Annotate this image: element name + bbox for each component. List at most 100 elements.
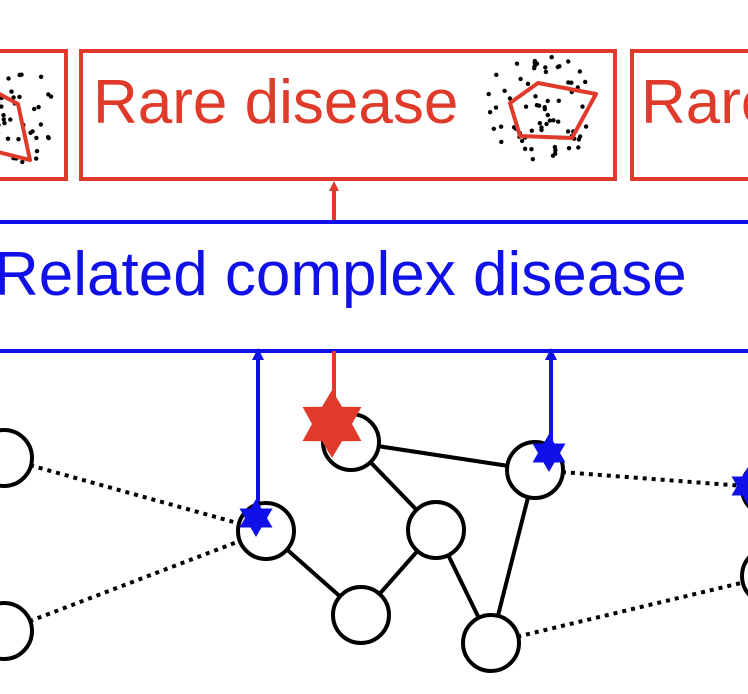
- cluster-dot: [34, 148, 40, 154]
- rare-disease-label: Rare disease: [93, 68, 458, 137]
- cluster-dot: [543, 65, 548, 70]
- cluster-dot: [2, 120, 7, 126]
- cluster-dot: [556, 119, 561, 124]
- gene-node: [406, 500, 466, 560]
- cluster-dot: [544, 121, 549, 127]
- cluster-dot: [6, 76, 11, 81]
- cluster-dot: [507, 96, 513, 101]
- network-nodes: [0, 412, 748, 673]
- cluster-dot: [549, 55, 554, 60]
- cluster-dot: [543, 69, 549, 75]
- edge: [3, 529, 267, 633]
- cluster-dot: [38, 122, 44, 127]
- edge: [490, 579, 748, 645]
- edge: [350, 440, 536, 472]
- cluster-dot: [5, 136, 11, 141]
- cluster-dot: [566, 146, 572, 151]
- cluster-dot: [532, 66, 537, 71]
- cluster-dot: [576, 145, 581, 150]
- cluster-dot: [547, 118, 553, 123]
- cluster-dot: [532, 58, 538, 64]
- pentagon-icon: [508, 81, 598, 140]
- rare-disease-box-right: Rare disease: [630, 49, 748, 181]
- cluster-dot: [20, 159, 25, 165]
- cluster-dot: [8, 117, 13, 122]
- cluster-dot: [583, 79, 588, 85]
- blue-star-icon: [532, 434, 566, 472]
- cluster-dot: [539, 127, 544, 133]
- cluster-dot: [46, 135, 51, 141]
- cluster-dot: [491, 126, 496, 131]
- cluster-dot: [519, 138, 525, 144]
- gene-node: [740, 555, 748, 597]
- cluster-dot: [536, 103, 542, 108]
- gene-markers: [239, 390, 748, 537]
- cluster-dot: [553, 151, 558, 156]
- cluster-dot: [580, 104, 585, 109]
- cluster-dot: [499, 139, 504, 145]
- cluster-dot: [514, 61, 520, 66]
- complex-disease-band: Related complex disease: [0, 220, 748, 353]
- cluster-dot: [17, 94, 22, 100]
- pentagon-icon: [0, 92, 32, 162]
- rare-disease-box-left: [0, 49, 68, 181]
- cluster-dot: [518, 76, 523, 82]
- rare-disease-label-right: Rare disease: [641, 68, 748, 137]
- cluster-dot: [542, 105, 547, 110]
- cluster-dot: [11, 95, 16, 100]
- cluster-dot: [34, 135, 39, 141]
- cluster-dot: [553, 148, 558, 153]
- cluster-dot: [36, 104, 41, 110]
- cluster-dot: [533, 94, 538, 99]
- cluster-dot: [493, 105, 499, 110]
- complex-disease-label: Related complex disease: [0, 240, 687, 309]
- blue-star-icon: [731, 467, 748, 505]
- cluster-dot: [32, 106, 37, 112]
- cluster-dot: [525, 81, 531, 87]
- cluster-dot: [487, 110, 493, 115]
- gene-node: [0, 601, 34, 661]
- cluster-dot: [545, 98, 550, 104]
- rare-disease-box-center: Rare disease: [79, 49, 617, 181]
- cluster-dot: [28, 130, 33, 135]
- cluster-dot: [545, 112, 550, 118]
- cluster-dot: [529, 147, 534, 152]
- cluster-dot: [17, 72, 22, 78]
- cluster-dot: [566, 59, 571, 64]
- cluster-dot: [537, 121, 542, 126]
- cluster-dot: [9, 89, 14, 94]
- edge: [3, 456, 267, 533]
- dotted-cluster-center: [486, 55, 589, 162]
- cluster-dot: [46, 92, 51, 97]
- cluster-dot: [523, 104, 529, 109]
- gene-node: [331, 585, 391, 645]
- blue-star-icon: [239, 499, 273, 537]
- cluster-dot: [0, 104, 4, 109]
- cluster-dot: [34, 156, 39, 161]
- cluster-dot: [494, 72, 499, 78]
- cluster-dot: [522, 146, 528, 151]
- gene-node: [0, 428, 34, 488]
- cluster-dot: [16, 137, 21, 142]
- cluster-dot: [566, 80, 571, 85]
- cluster-dot: [502, 88, 507, 94]
- cluster-dot: [555, 64, 560, 70]
- cluster-dot: [578, 134, 583, 139]
- cluster-dot: [0, 123, 1, 127]
- cluster-dot: [486, 91, 491, 97]
- cluster-dot: [556, 98, 561, 104]
- cluster-dot: [38, 74, 44, 80]
- red-star-icon: [302, 390, 362, 458]
- gene-node: [461, 613, 521, 673]
- cluster-dot: [565, 129, 571, 134]
- cluster-dot: [551, 118, 556, 123]
- edge: [534, 468, 748, 489]
- cluster-dot: [583, 124, 589, 129]
- cluster-dot: [1, 117, 6, 122]
- cluster-dot: [498, 124, 504, 129]
- cluster-dot: [530, 157, 535, 162]
- cluster-dot: [529, 128, 534, 133]
- cluster-dot: [577, 69, 582, 74]
- cluster-dot: [1, 113, 6, 118]
